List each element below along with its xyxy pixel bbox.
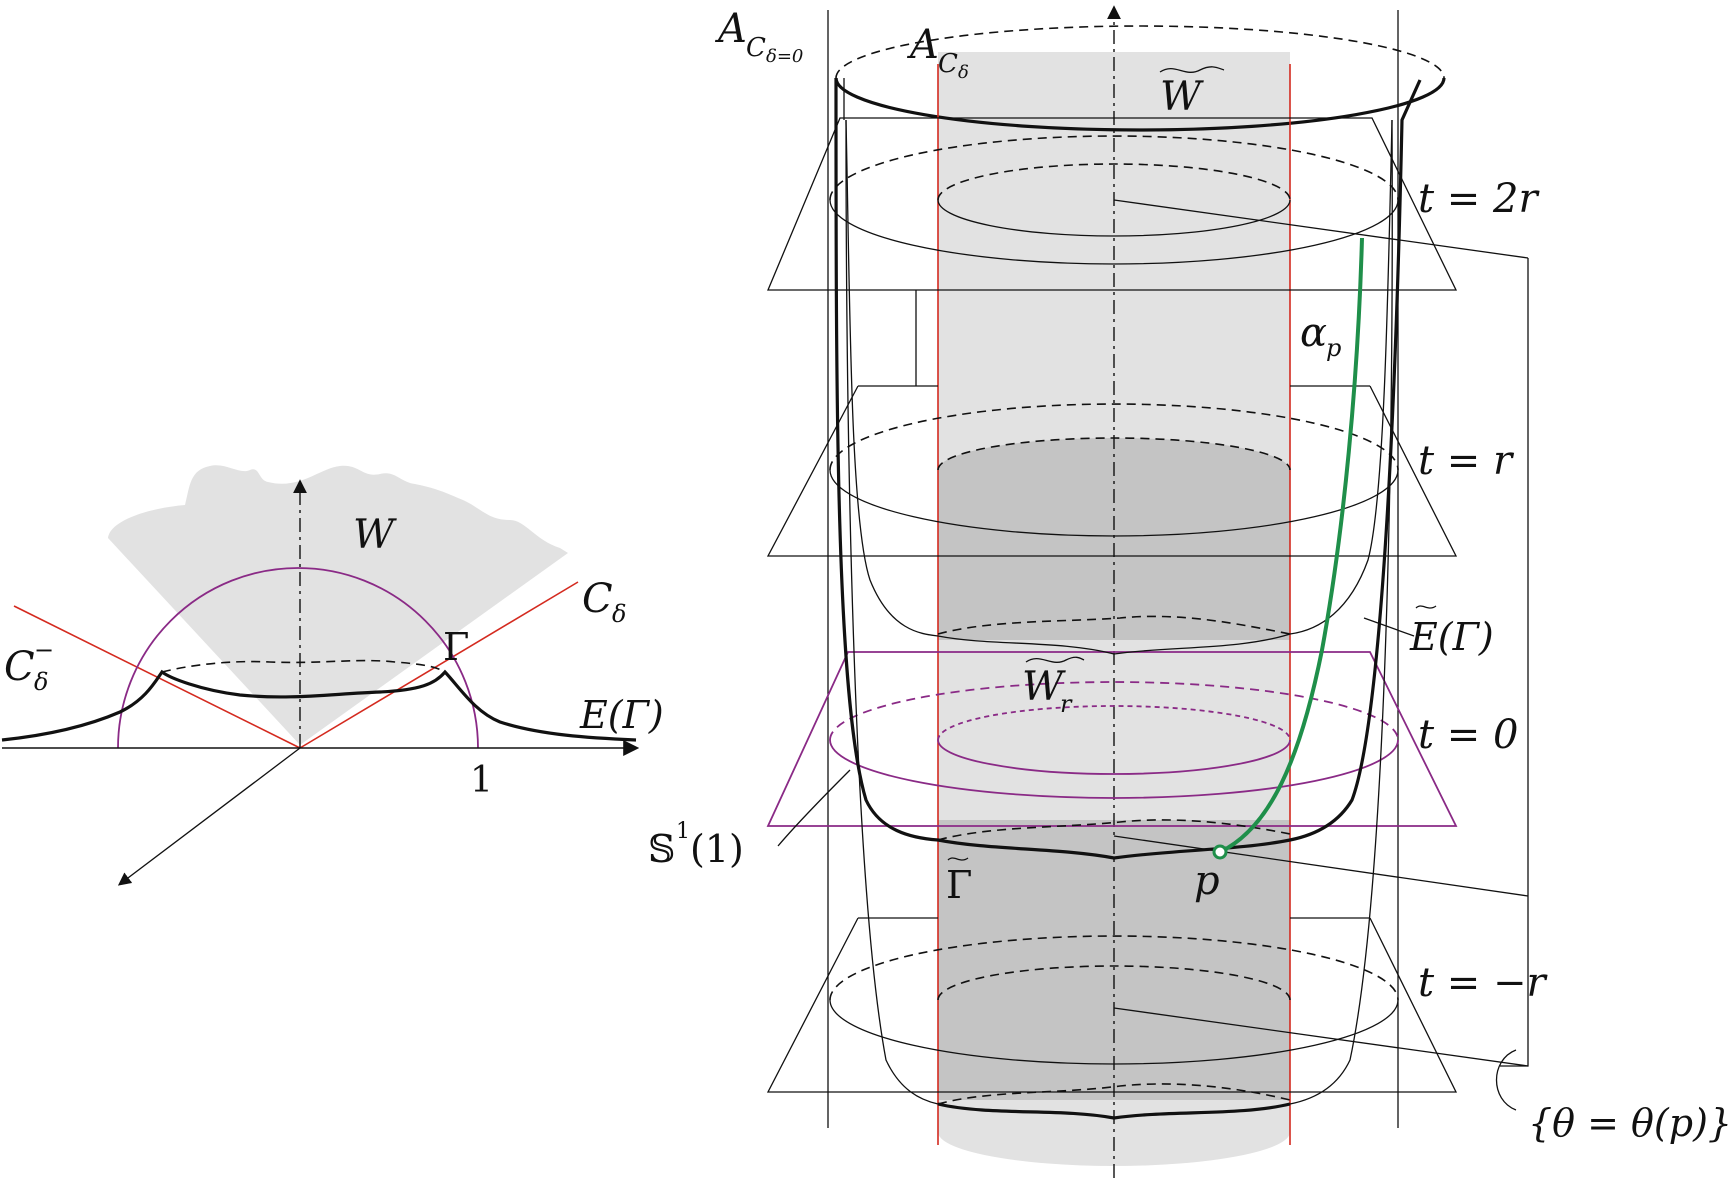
slice-t-r bbox=[766, 385, 1458, 557]
label-theta: {θ = θ(p)} bbox=[1528, 1101, 1730, 1145]
label-a-c-delta: A C δ bbox=[906, 22, 969, 83]
leader-e-gamma bbox=[1363, 617, 1415, 637]
label-t-2r: t = 2r bbox=[1418, 176, 1540, 222]
label-w-r-tilde: W r bbox=[1022, 656, 1085, 718]
label-t-r: t = r bbox=[1418, 438, 1515, 484]
label-t-minus-r: t = −r bbox=[1418, 960, 1549, 1006]
svg-text:p: p bbox=[1326, 334, 1341, 362]
label-circle-s1: 𝕊 1 (1) bbox=[648, 819, 744, 871]
label-tick-one: 1 bbox=[470, 760, 493, 801]
e-gamma-tilde-surface bbox=[834, 77, 1422, 860]
w-r-boundary-dashed bbox=[937, 615, 1291, 635]
svg-text:r: r bbox=[1060, 690, 1073, 718]
label-e-gamma: E(Γ) bbox=[579, 693, 664, 737]
label-a-c-delta-0: A C δ=0 bbox=[714, 6, 803, 67]
label-p: p bbox=[1194, 858, 1220, 904]
lower-surface-left bbox=[845, 119, 939, 1105]
svg-text:A: A bbox=[906, 22, 939, 68]
unit-semicircle bbox=[117, 567, 479, 749]
svg-text:α: α bbox=[1300, 310, 1327, 356]
svg-text:(1): (1) bbox=[690, 827, 744, 871]
label-gamma-tilde: Γ bbox=[946, 857, 972, 907]
svg-text:𝕊: 𝕊 bbox=[648, 827, 675, 871]
leader-circle bbox=[777, 769, 851, 847]
svg-text:δ: δ bbox=[958, 62, 969, 83]
svg-text:C: C bbox=[746, 33, 766, 63]
svg-text:δ: δ bbox=[34, 668, 48, 696]
w-r-boundary bbox=[845, 119, 1393, 655]
label-e-gamma-tilde: E(Γ) bbox=[1409, 605, 1494, 659]
label-c-delta-minus: C − δ bbox=[4, 636, 54, 696]
svg-text:−: − bbox=[34, 636, 54, 664]
top-rim-back bbox=[835, 25, 1445, 79]
left-panel: W C δ C − δ Γ E(Γ) 1 bbox=[1, 465, 664, 886]
gamma-tilde-dashed bbox=[937, 819, 1291, 841]
label-w: W bbox=[353, 512, 397, 558]
svg-text:C: C bbox=[938, 49, 958, 79]
svg-text:Γ: Γ bbox=[946, 863, 972, 907]
label-t-0: t = 0 bbox=[1418, 712, 1518, 758]
right-panel: A C δ=0 A C δ W W r α p E(Γ) Γ bbox=[648, 5, 1730, 1178]
svg-text:E(Γ): E(Γ) bbox=[1409, 615, 1494, 659]
svg-text:C: C bbox=[4, 644, 35, 690]
cone-line-right bbox=[299, 581, 579, 749]
bottom-gamma bbox=[937, 1102, 1291, 1120]
theta-bracket bbox=[1500, 258, 1529, 1067]
svg-text:W: W bbox=[1160, 74, 1204, 120]
svg-text:C: C bbox=[582, 576, 613, 622]
label-c-delta: C δ bbox=[582, 576, 626, 628]
slice-t-2r bbox=[767, 117, 1529, 291]
label-alpha-p: α p bbox=[1300, 310, 1341, 362]
theta-line-t0 bbox=[1113, 835, 1529, 897]
label-w-tilde: W bbox=[1159, 66, 1225, 120]
point-p bbox=[1212, 844, 1228, 860]
lower-surface-right bbox=[1289, 119, 1393, 1105]
graph-e-gamma bbox=[1, 669, 637, 742]
theta-pointer bbox=[1495, 1049, 1517, 1111]
svg-text:δ=0: δ=0 bbox=[766, 46, 803, 67]
left-depth-axis bbox=[117, 747, 301, 886]
alpha-p-curve bbox=[1219, 237, 1364, 854]
label-gamma: Γ bbox=[443, 625, 469, 669]
slice-t-0 bbox=[766, 651, 1458, 827]
gamma-back-dashed bbox=[161, 659, 446, 673]
svg-text:1: 1 bbox=[676, 819, 690, 844]
top-rim-front bbox=[834, 77, 1446, 132]
svg-text:A: A bbox=[714, 6, 747, 52]
bottom-gamma-dashed bbox=[937, 1083, 1291, 1105]
svg-text:W: W bbox=[1022, 664, 1066, 710]
svg-text:δ: δ bbox=[612, 600, 626, 628]
region-w bbox=[108, 465, 568, 745]
